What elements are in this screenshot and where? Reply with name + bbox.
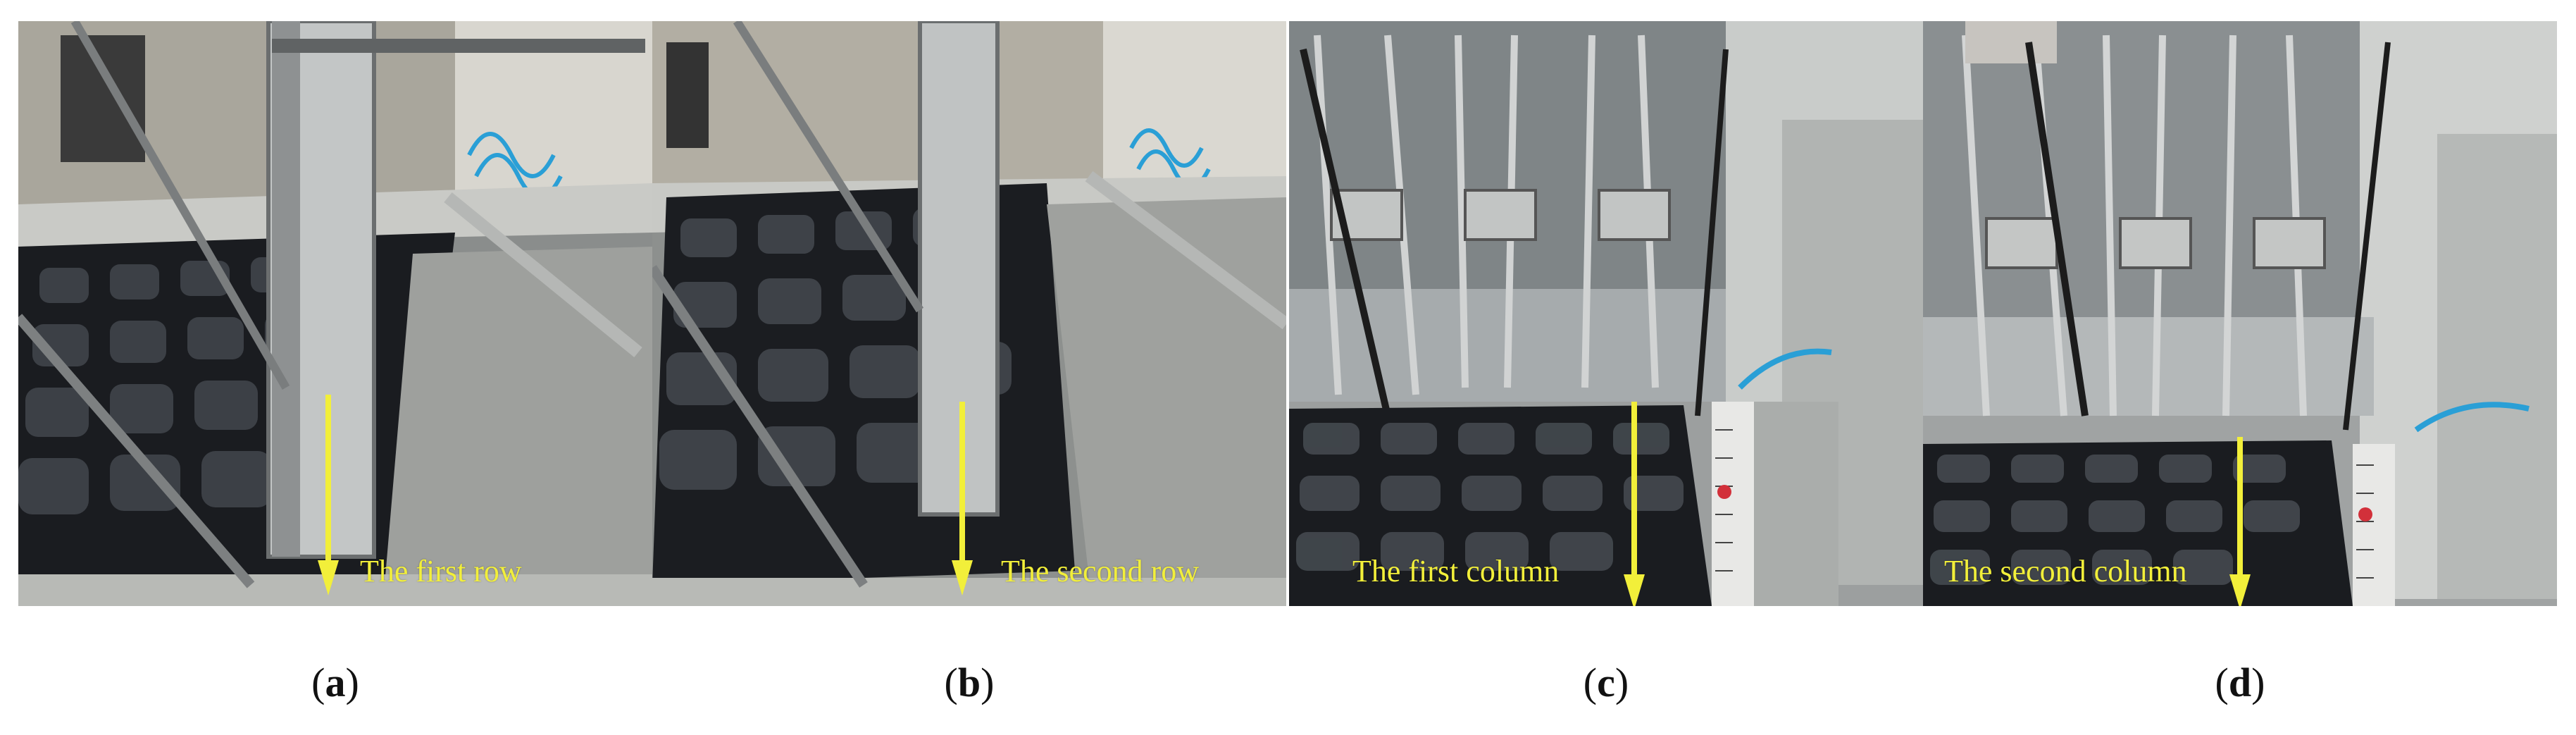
photo-a-scene	[18, 21, 652, 606]
caption-a: (a)	[311, 660, 359, 705]
caption-c: (c)	[1583, 660, 1629, 705]
photo-b-scene	[652, 21, 1286, 606]
photo-panel-d: The second column	[1923, 21, 2557, 606]
caption-b: (b)	[944, 660, 995, 705]
annotation-label: The second column	[1944, 554, 2187, 588]
annotation-label: The first row	[360, 554, 522, 588]
photo-panel-a: The first row	[18, 21, 652, 606]
photo-panel-c: The first column	[1289, 21, 1923, 606]
annotation-label: The second row	[1001, 554, 1200, 588]
photo-c-scene	[1289, 21, 1923, 606]
annotation-label: The first column	[1352, 554, 1560, 588]
caption-d: (d)	[2215, 660, 2265, 705]
photo-d-scene	[1923, 21, 2557, 606]
photo-panel-b: The second row	[652, 21, 1286, 606]
